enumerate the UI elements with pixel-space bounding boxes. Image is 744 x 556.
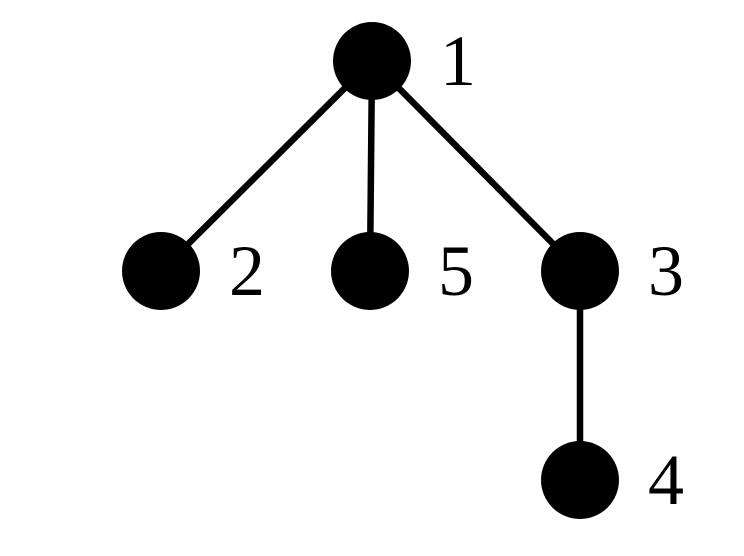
node-label-5: 5 bbox=[438, 231, 474, 311]
edge-1-3 bbox=[369, 58, 583, 274]
nodes-layer bbox=[122, 22, 619, 519]
graph-node-4 bbox=[541, 441, 619, 519]
node-label-3: 3 bbox=[648, 231, 684, 311]
graph-node-2 bbox=[122, 232, 200, 310]
graph-node-1 bbox=[333, 22, 411, 100]
node-label-2: 2 bbox=[229, 231, 265, 311]
node-label-1: 1 bbox=[440, 21, 476, 101]
labels-layer: 1 2 5 3 4 bbox=[229, 21, 684, 520]
graph-node-5 bbox=[331, 232, 409, 310]
node-label-4: 4 bbox=[648, 440, 684, 520]
graph-node-3 bbox=[541, 232, 619, 310]
edge-1-2 bbox=[158, 58, 375, 274]
